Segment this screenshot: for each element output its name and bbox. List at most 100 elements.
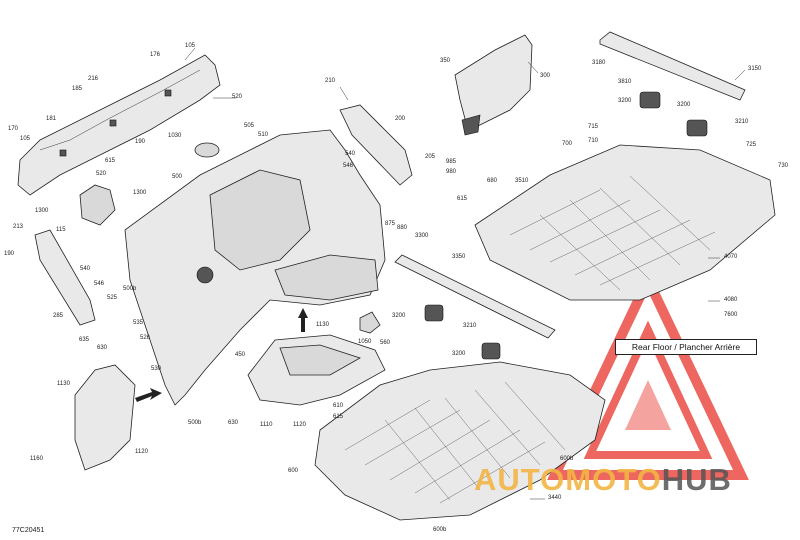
callout-label: 600b <box>560 456 574 462</box>
callout-label: 105 <box>20 136 31 142</box>
callout-label: 1110 <box>260 422 273 428</box>
side-panel-1160 <box>74 364 136 471</box>
callout-label: 546 <box>94 281 105 287</box>
bracket-3200-upper <box>639 91 708 137</box>
callout-label: 3440 <box>548 495 562 501</box>
callout-label: 3300 <box>415 233 429 239</box>
arrow-up <box>298 308 308 332</box>
callout-label: 115 <box>56 227 66 233</box>
panel-300 <box>454 34 533 136</box>
callout-label: 715 <box>588 124 599 130</box>
callout-label: 980 <box>446 169 457 175</box>
callout-label: 3200 <box>677 102 691 108</box>
callout-label: 540 <box>80 266 91 272</box>
callout-label: 190 <box>135 139 146 145</box>
callout-label: 500b <box>188 420 202 426</box>
bracket-3200-lower <box>424 304 501 360</box>
callout-label: 546 <box>343 163 354 169</box>
callout-label: 1130 <box>316 322 330 328</box>
callout-label: 1120 <box>135 449 149 455</box>
callout-label: 3350 <box>452 254 466 260</box>
bracket-200 <box>339 104 413 186</box>
callout-label: 700 <box>562 141 573 147</box>
watermark-text-part2: HUB <box>661 462 732 497</box>
bracket-560 <box>359 311 381 334</box>
callout-label: 630 <box>97 345 108 351</box>
callout-label: 730 <box>778 163 789 169</box>
callout-label: 600b <box>433 527 447 533</box>
callout-label: 181 <box>46 116 57 122</box>
callout-label: 525 <box>107 295 118 301</box>
cap-1030 <box>194 142 220 158</box>
callout-label: 185 <box>72 86 83 92</box>
callout-label: 200 <box>395 116 406 122</box>
callout-label: 1030 <box>168 133 182 139</box>
callout-label: 216 <box>88 76 99 82</box>
callout-label: 510 <box>258 132 269 138</box>
callout-label: 535 <box>133 320 144 326</box>
callout-label: 560 <box>380 340 391 346</box>
callout-label: 4080 <box>724 297 738 303</box>
diagram-code: 77C20451 <box>12 527 45 534</box>
central-panel-500 <box>124 129 386 406</box>
callout-label: 1050 <box>358 339 372 345</box>
callout-label: 3810 <box>618 79 632 85</box>
callout-label: 1160 <box>30 456 44 462</box>
callout-label: 205 <box>425 154 436 160</box>
floor-panel-700 <box>474 144 776 301</box>
callout-label: 350 <box>440 58 451 64</box>
callout-label: 300 <box>540 73 551 79</box>
callout-label: 3200 <box>618 98 632 104</box>
callout-label: 610 <box>333 403 344 409</box>
callout-label: 1300 <box>35 208 49 214</box>
callout-label: 530 <box>151 366 162 372</box>
callout-label: 520 <box>96 171 107 177</box>
callout-label: 500b <box>123 286 137 292</box>
watermark-text-part1: AUTOMOTO <box>474 462 662 497</box>
callout-label: 3510 <box>515 178 529 184</box>
bracket-left-213 <box>34 229 96 326</box>
watermark-text: AUTOMOTOHUB <box>474 462 732 498</box>
callout-label: 635 <box>79 337 90 343</box>
callout-label: 526 <box>140 335 151 341</box>
callout-label: 4070 <box>724 254 738 260</box>
callout-label: 3200 <box>452 351 466 357</box>
callout-label: 505 <box>244 123 255 129</box>
callout-label: 213 <box>13 224 24 230</box>
callout-label: 176 <box>150 52 161 58</box>
callout-label: 170 <box>8 126 19 132</box>
callout-label: 105 <box>185 43 196 49</box>
callout-label: 3180 <box>592 60 606 66</box>
callout-label: 880 <box>397 225 408 231</box>
left-rail-part <box>17 54 221 196</box>
arrow-right <box>135 388 162 402</box>
floor-panel-600 <box>314 361 606 521</box>
callout-label: 875 <box>385 221 396 227</box>
callout-label: 520 <box>232 94 243 100</box>
strip-3300 <box>394 254 556 339</box>
callout-label: 600 <box>288 468 299 474</box>
callout-label: 630 <box>228 420 239 426</box>
strip-3180 <box>599 31 746 101</box>
callout-label: 500 <box>172 174 183 180</box>
callout-label: 1300 <box>133 190 147 196</box>
callout-labels: 105 176 216 185 181 190 170 105 520 615 … <box>4 43 789 533</box>
callout-label: 450 <box>235 352 246 358</box>
callout-label: 725 <box>746 142 757 148</box>
callout-label: 680 <box>487 178 498 184</box>
callout-label: 615 <box>333 414 344 420</box>
callout-label: 540 <box>345 151 356 157</box>
callout-label: 7600 <box>724 312 738 318</box>
watermark-logo <box>547 268 749 480</box>
section-label-rear-floor: Rear Floor / Plancher Arrière <box>615 339 757 355</box>
callout-label: 3200 <box>392 313 406 319</box>
callout-label: 1130 <box>57 381 71 387</box>
callout-label: 615 <box>457 196 468 202</box>
callout-label: 3210 <box>735 119 749 125</box>
callout-label: 985 <box>446 159 457 165</box>
callout-label: 190 <box>4 251 15 257</box>
callout-label: 710 <box>588 138 599 144</box>
callout-label: 1120 <box>293 422 307 428</box>
